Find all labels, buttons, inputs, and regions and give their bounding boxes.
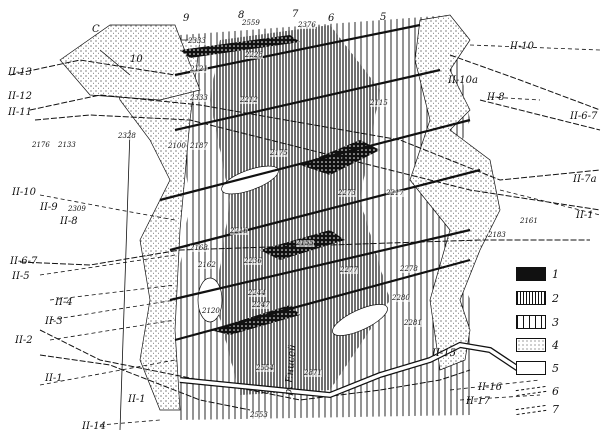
profile-label: 9	[183, 13, 190, 24]
dashed-lines-swatch	[515, 404, 547, 416]
section-line	[99, 49, 131, 431]
river-inner	[179, 343, 521, 397]
fault-label: II-2	[15, 335, 33, 346]
legend-item-7: 7	[515, 402, 604, 418]
legend-item-2: 2	[516, 291, 604, 307]
sample-number: 2121	[190, 65, 208, 73]
sample-number: 2175	[270, 149, 288, 157]
fault-label: II-10	[510, 41, 535, 52]
sample-number: 2328	[118, 132, 136, 140]
sample-number: 2212	[240, 96, 258, 104]
sample-number: 2161	[520, 217, 538, 225]
profile-label: 8	[238, 10, 245, 21]
profile-label: 6	[328, 13, 335, 24]
fault-label: II-1	[128, 394, 146, 405]
fault-label: II-13	[8, 67, 33, 78]
lens	[197, 277, 223, 323]
blank-swatch	[516, 361, 546, 375]
fault-label: II-1	[45, 373, 63, 384]
fault-label: II-4	[55, 297, 73, 308]
sample-number: 2120	[202, 307, 220, 315]
fault-label: II-6-7	[10, 256, 38, 267]
sample-number: 2100	[168, 142, 186, 150]
thrust-line-swatch	[515, 385, 547, 397]
legend-item-4: 4	[516, 338, 604, 354]
fault-label: II-10а	[448, 75, 478, 86]
sample-number: 2281	[404, 319, 422, 327]
legend-item-5: 5	[516, 361, 604, 377]
sample-number: 2155	[296, 239, 314, 247]
fault-label: II-3	[45, 316, 63, 327]
sample-number: 2228	[245, 51, 263, 59]
legend-item-6: 6	[515, 384, 604, 400]
sample-number: 2115	[370, 99, 388, 107]
sample-number: 2187	[190, 142, 208, 150]
sample-number: 2309	[68, 205, 86, 213]
fault-label: II-8	[60, 216, 78, 227]
black-rough-swatch	[516, 267, 546, 281]
thrust-lines	[9, 54, 601, 411]
sample-number: 2133	[58, 141, 76, 149]
sample-number: 2376	[298, 21, 316, 29]
profile-label: 5	[380, 12, 387, 23]
sample-number: 2216	[230, 227, 248, 235]
sample-number: 2244	[248, 289, 266, 297]
dashed-lines	[39, 44, 601, 426]
dense-hatch-zone	[210, 25, 390, 395]
fault-label: II-10	[12, 187, 37, 198]
sample-number: 2273	[338, 189, 356, 197]
profile-label: 7	[292, 9, 299, 20]
fault-label: II-8	[487, 92, 505, 103]
sample-number: 2176	[32, 141, 50, 149]
sample-number: 2236	[244, 257, 262, 265]
fault-label: II-14	[82, 421, 107, 432]
profile-label: 10	[130, 54, 143, 65]
sample-number: 2217	[386, 189, 404, 197]
fault-label: II-6-7	[570, 111, 598, 122]
dotted-zone-right	[409, 14, 501, 371]
sample-number: 2554	[256, 364, 274, 372]
sample-number: 2559	[242, 19, 260, 27]
fault-label: II-17	[466, 396, 491, 407]
fault-label: II-15	[432, 348, 457, 359]
fault-label: II-7а	[573, 174, 597, 185]
fault-label: II-9	[40, 202, 58, 213]
sample-number: 2278	[400, 265, 418, 273]
sparse-vertical-swatch	[516, 315, 546, 329]
lens	[332, 304, 388, 336]
dots-swatch	[516, 338, 546, 352]
sample-number: 2277	[340, 266, 358, 274]
dotted-zone-top-left	[59, 24, 201, 101]
sample-number: 2162	[198, 261, 216, 269]
dense-vertical-swatch	[516, 291, 546, 305]
fault-label: II-16	[478, 382, 503, 393]
legend-item-1: 1	[516, 267, 604, 283]
sample-number: 2333	[188, 37, 206, 45]
profile-label: C	[92, 24, 100, 35]
sample-number: 2280	[392, 294, 410, 302]
sample-number: 2183	[488, 231, 506, 239]
legend-item-3: 3	[516, 315, 604, 331]
fault-label: II-1	[576, 210, 594, 221]
fault-label: II-11	[8, 107, 33, 118]
ore-body	[180, 35, 300, 58]
sample-number: 2247	[252, 301, 270, 309]
fault-label: II-5	[12, 271, 30, 282]
fault-label: II-12	[8, 91, 33, 102]
sample-number: 2871	[304, 369, 322, 377]
sample-number: 2168	[190, 244, 208, 252]
sample-number: 2553	[250, 411, 268, 419]
sample-number: 2333	[190, 94, 208, 102]
